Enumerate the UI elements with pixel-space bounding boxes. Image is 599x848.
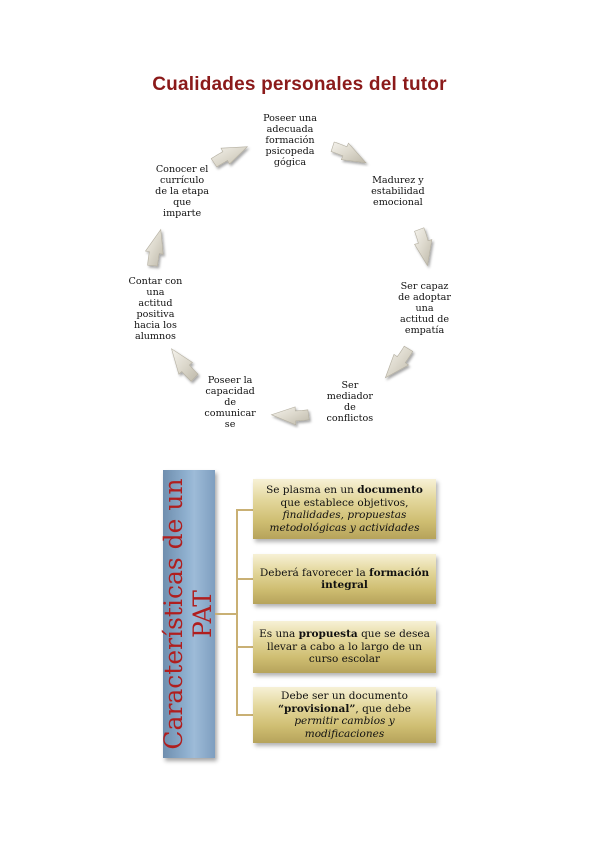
pat-box-segment: Deberá favorecer la bbox=[259, 566, 370, 579]
cycle-title: Cualidades personales del tutor bbox=[152, 74, 447, 95]
cycle-node-line: formación bbox=[265, 134, 315, 146]
cycle-node-line: una bbox=[415, 303, 434, 315]
cycle-node-line: hacia los bbox=[134, 319, 177, 331]
pat-box-segment: finalidades, propuestas metodológicas y … bbox=[269, 509, 420, 534]
cycle-node-line: se bbox=[224, 418, 236, 430]
cycle-node-line: Poseer una bbox=[263, 112, 317, 124]
bracket-branch-1 bbox=[236, 509, 253, 511]
cycle-node-line: alumnos bbox=[134, 330, 176, 342]
pat-box-segment: Debe ser un documento bbox=[281, 690, 408, 702]
cycle-node-line: mediador bbox=[326, 391, 373, 403]
cycle-node-line: actitud de bbox=[400, 314, 450, 326]
cycle-node-line: emocional bbox=[373, 197, 423, 209]
cycle-arrow-5 bbox=[171, 348, 199, 382]
bracket-stem bbox=[215, 613, 237, 615]
bracket-trunk bbox=[236, 509, 238, 714]
pat-box-segment: Es una bbox=[259, 628, 299, 641]
pat-box-2: Deberá favorecer la formación integral bbox=[253, 554, 436, 604]
cycle-node-line: psicopeda bbox=[265, 145, 315, 157]
cycle-node-line: que bbox=[173, 197, 192, 209]
bracket-branch-4 bbox=[236, 714, 253, 716]
cycle-node-line: estabilidad bbox=[371, 186, 425, 198]
pat-box-segment: documento bbox=[357, 484, 423, 496]
pat-box-segment: formación integral bbox=[321, 566, 430, 592]
cycle-node-line: Madurez y bbox=[372, 175, 424, 187]
cycle-node-line: imparte bbox=[163, 208, 202, 220]
cycle-node-line: Contar con bbox=[128, 275, 183, 287]
cycle-node-line: capacidad bbox=[205, 385, 255, 397]
pat-box-segment: propuesta bbox=[298, 628, 358, 641]
pat-title: Características de un PAT bbox=[159, 478, 217, 750]
cycle-diagram bbox=[144, 141, 433, 426]
cycle-node-line: Conocer el bbox=[155, 164, 209, 176]
cycle-arrow-7 bbox=[210, 146, 249, 168]
pat-box-segment: permitir cambios y modificaciones bbox=[294, 715, 395, 740]
pat-box-segment: que se desea llevar a cabo a lo largo de… bbox=[266, 628, 430, 666]
pat-box-3: Es una propuesta que se desea llevar a c… bbox=[253, 621, 436, 673]
cycle-node-line: de la etapa bbox=[155, 186, 209, 198]
pat-box-text: Es una propuesta que se desea llevar a c… bbox=[259, 628, 430, 666]
cycle-node-line: de bbox=[343, 402, 356, 414]
cycle-node-line: currículo bbox=[159, 175, 205, 187]
cycle-node-line: Ser bbox=[341, 380, 359, 392]
cycle-arrows bbox=[144, 141, 433, 426]
cycle-node-line: gógica bbox=[273, 156, 307, 168]
cycle-node-line: de adoptar bbox=[398, 292, 451, 304]
cycle-arrow-1 bbox=[330, 141, 367, 164]
cycle-node-line: comunicar bbox=[204, 407, 256, 419]
pat-box-text: Debe ser un documento “provisional”, que… bbox=[259, 690, 430, 740]
cycle-arrow-6 bbox=[144, 228, 164, 267]
pat-title-bar bbox=[163, 470, 215, 758]
cycle-node-line: adecuada bbox=[266, 123, 314, 135]
cycle-node-line: una bbox=[146, 286, 165, 298]
cycle-arrow-3 bbox=[384, 345, 414, 379]
cycle-node-line: actitud bbox=[138, 297, 173, 309]
pat-box-1: Se plasma en un documento que establece … bbox=[253, 479, 436, 539]
pat-box-text: Deberá favorecer la formación integral bbox=[259, 567, 430, 592]
cycle-arrow-2 bbox=[414, 227, 433, 267]
cycle-node-line: empatía bbox=[404, 325, 445, 337]
cycle-node-line: Ser capaz bbox=[400, 281, 449, 293]
pat-box-segment: “provisional” bbox=[278, 702, 356, 715]
cycle-node-line: Poseer la bbox=[207, 374, 253, 386]
bracket-branch-2 bbox=[236, 578, 253, 580]
pat-box-segment: que establece objetivos, bbox=[280, 496, 409, 509]
pat-box-4: Debe ser un documento “provisional”, que… bbox=[253, 687, 436, 743]
cycle-node-line: conflictos bbox=[326, 413, 374, 425]
pat-box-segment: , que debe bbox=[355, 702, 411, 715]
cycle-node-line: de bbox=[224, 396, 237, 408]
cycle-node-line: positiva bbox=[136, 308, 175, 320]
pat-box-segment: Se plasma en un bbox=[266, 484, 358, 496]
pat-box-text: Se plasma en un documento que establece … bbox=[259, 484, 430, 534]
cycle-arrow-4 bbox=[270, 406, 310, 426]
bracket-branch-3 bbox=[236, 646, 253, 648]
